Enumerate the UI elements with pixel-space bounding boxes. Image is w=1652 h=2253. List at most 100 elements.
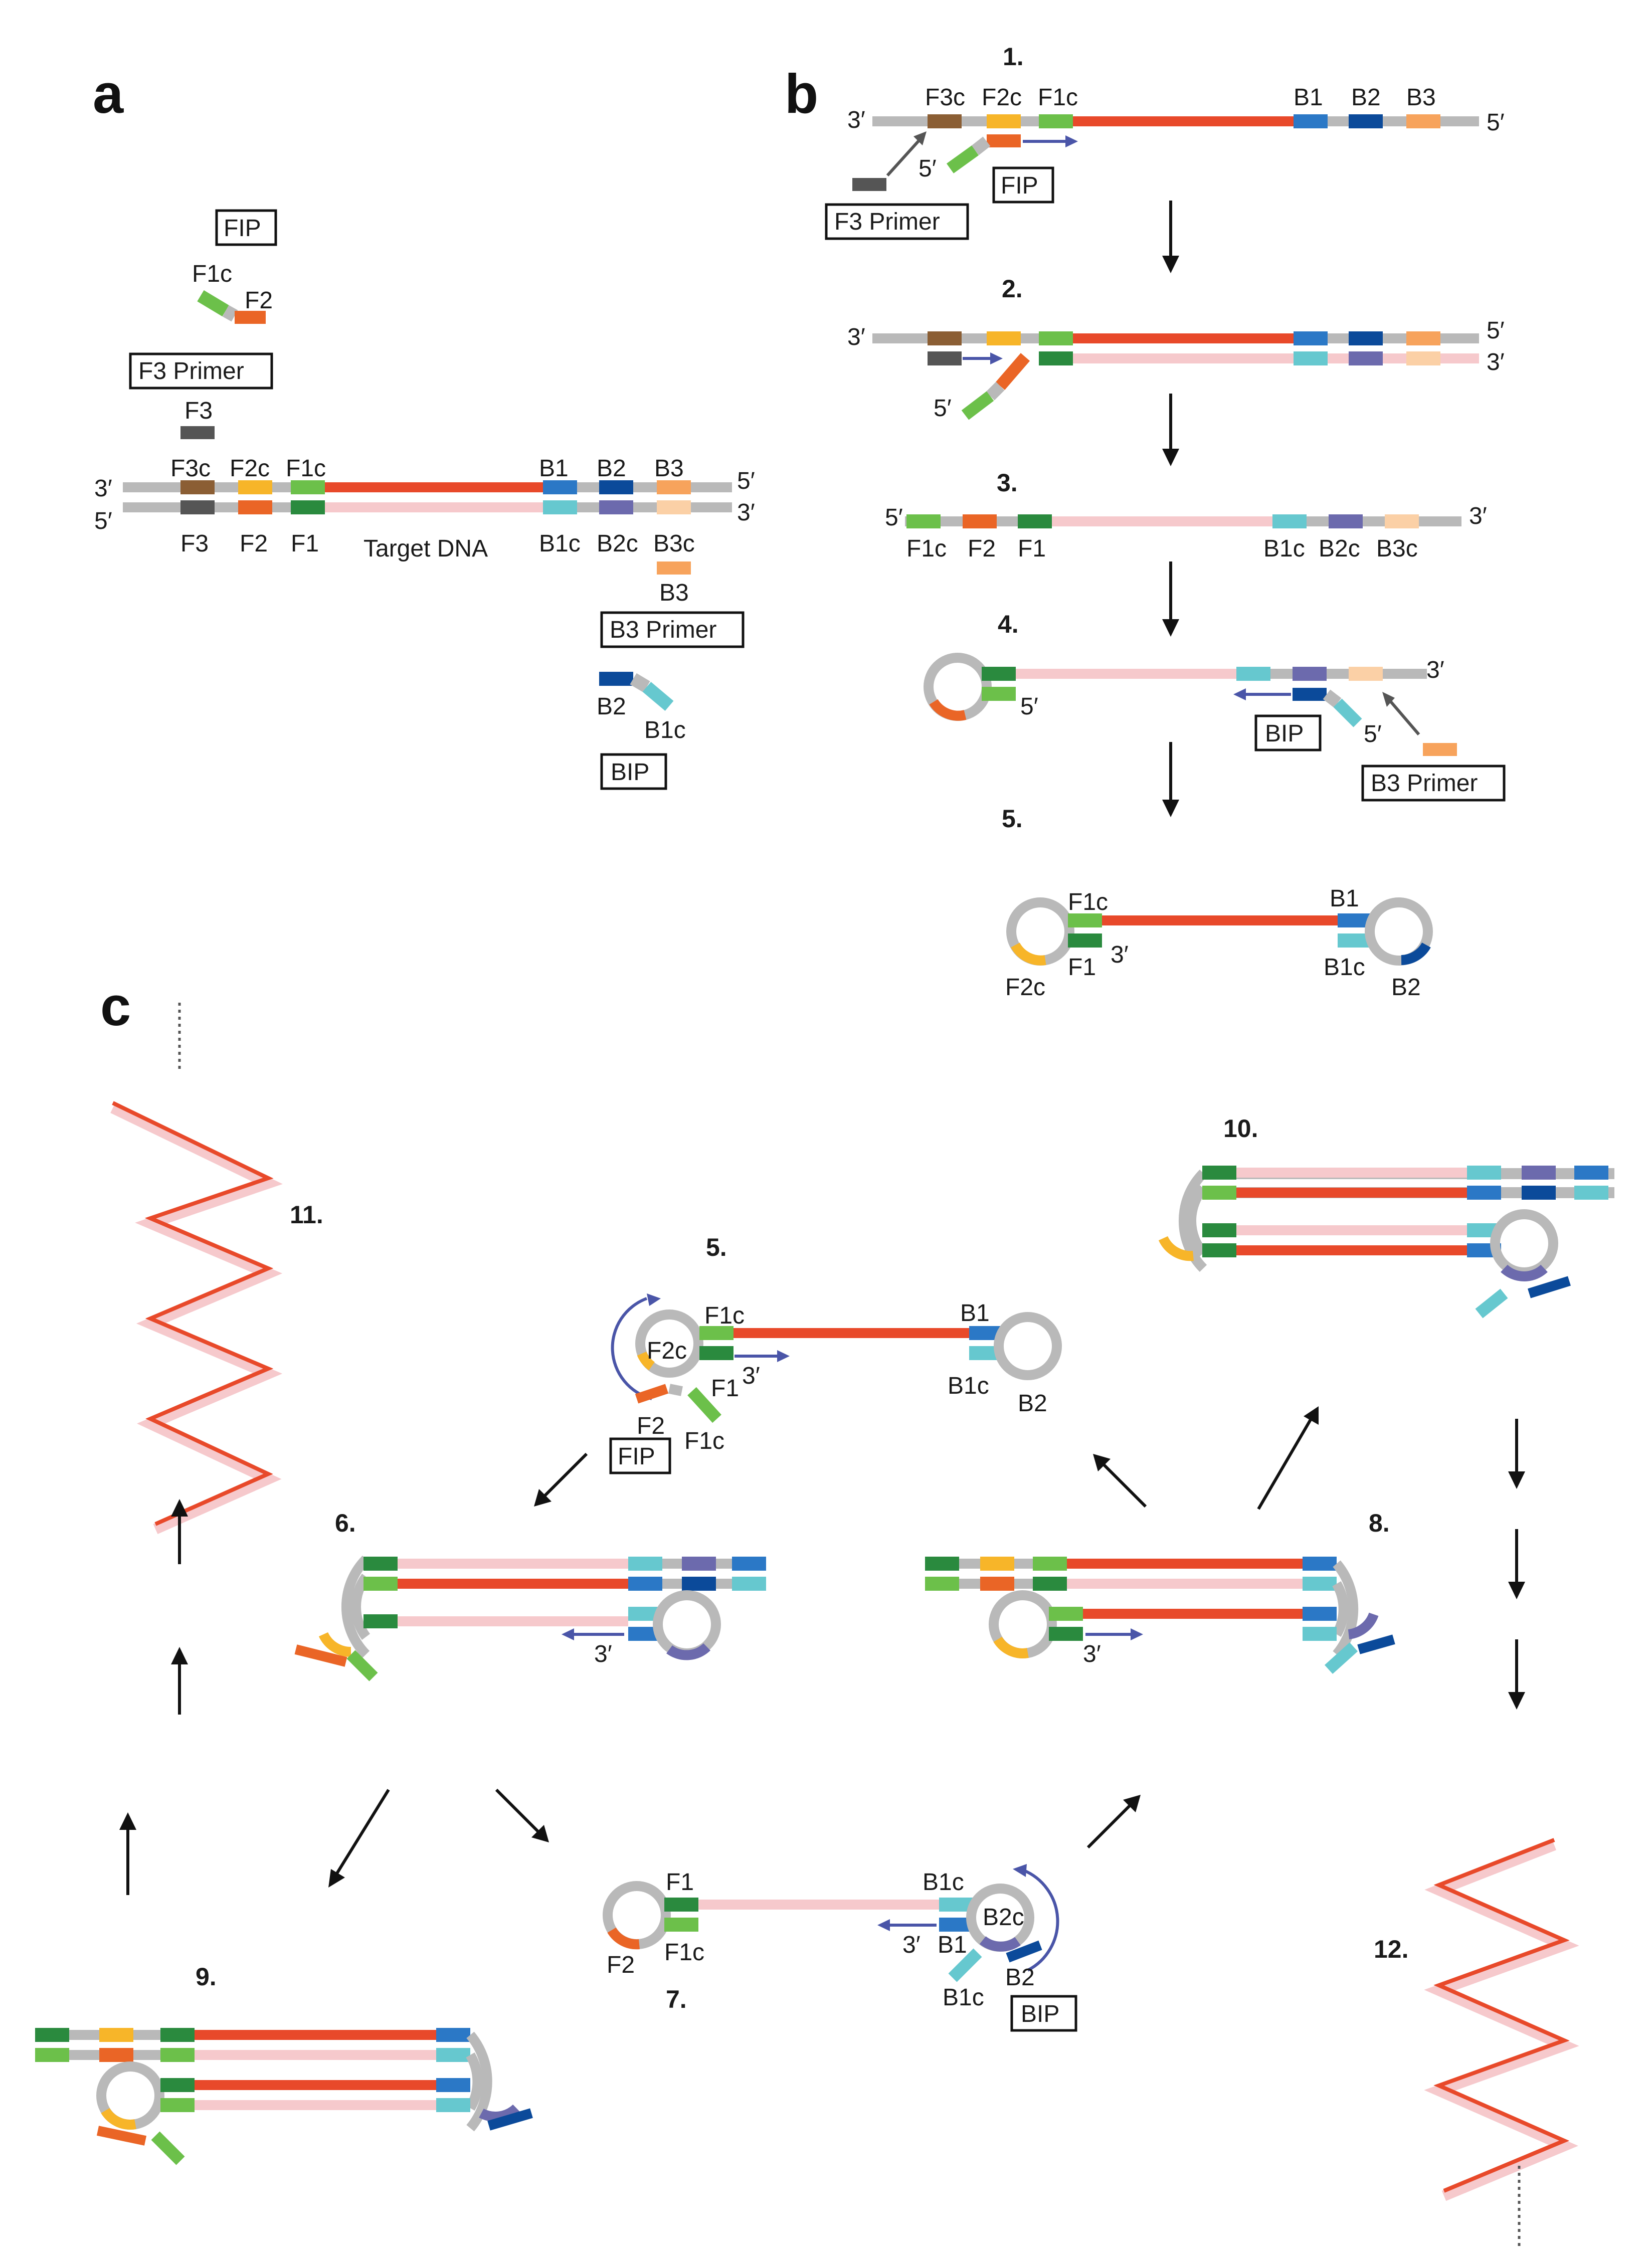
c9-f1-bottom xyxy=(160,2078,195,2092)
c8-inner-bend xyxy=(1332,1581,1349,1637)
c10-outer-bend xyxy=(1178,1169,1207,1272)
bip-b1c-segment xyxy=(642,682,674,711)
b3-f1c xyxy=(906,514,941,528)
c7-pink xyxy=(698,1900,939,1910)
c9-f1c-tail xyxy=(151,2131,185,2165)
b5-label-b2: B2 xyxy=(1391,974,1421,1001)
b2-arrowhead xyxy=(990,352,1003,364)
top-strand-target xyxy=(325,482,543,492)
b5-f1 xyxy=(1068,933,1102,948)
segment-f3c xyxy=(180,480,215,494)
c7-loop-b2c xyxy=(979,1936,1021,1952)
b3-label-f1c: F1c xyxy=(906,535,947,562)
b3-5prime: 5′ xyxy=(885,504,903,531)
c7-f1c xyxy=(664,1918,698,1932)
label-b3: B3 xyxy=(654,455,684,482)
b2-f3 xyxy=(928,351,962,365)
b4-5prime: 5′ xyxy=(1020,693,1038,720)
c9-b1c-bottom xyxy=(436,2098,470,2112)
c10-red-top xyxy=(1236,1188,1467,1198)
panel-label-b: b xyxy=(785,63,818,125)
b3-b3c xyxy=(1385,514,1419,528)
label-f1c: F1c xyxy=(192,261,232,287)
c5-cycle-arrowhead xyxy=(647,1293,661,1306)
b1-f3c xyxy=(928,114,962,128)
label-b2c: B2c xyxy=(597,530,638,557)
c10-f2c-arc xyxy=(1158,1236,1194,1261)
b5-label-b1c: B1c xyxy=(1324,954,1365,981)
b4-b3-pointer-head xyxy=(1382,692,1395,707)
c8-red-bottom xyxy=(1083,1609,1303,1619)
b3-f2 xyxy=(963,514,997,528)
c10-b2-tail xyxy=(1528,1276,1571,1298)
c10-b1c-end xyxy=(1574,1186,1608,1200)
target-dna-label: Target DNA xyxy=(363,535,488,562)
c8-f1-bottom xyxy=(1049,1627,1083,1641)
c10-b1c-tail xyxy=(1475,1288,1508,1319)
c7-label-b1c-top: B1c xyxy=(923,1869,964,1896)
c7-loop-f2 xyxy=(607,1927,640,1950)
c10-b1-top xyxy=(1467,1186,1501,1200)
c8-b1 xyxy=(1303,1557,1337,1571)
c8-outer-bend xyxy=(1333,1560,1359,1658)
c7-label-b1: B1 xyxy=(938,1932,967,1958)
c5-label-f1c-fip: F1c xyxy=(684,1428,724,1454)
c9-outer-bend xyxy=(466,2031,492,2132)
step-10-label: 10. xyxy=(1223,1114,1258,1143)
c6-pink-top xyxy=(398,1559,628,1569)
c-arrow-8-to-5-head xyxy=(1093,1454,1111,1471)
c10-f1c-top xyxy=(1202,1186,1236,1200)
b5-label-f2c: F2c xyxy=(1005,974,1045,1001)
c9-loop-f2c xyxy=(101,2108,136,2130)
b1-fip-5prime: 5′ xyxy=(919,155,937,182)
c6-f1 xyxy=(363,1557,398,1571)
b3-primer-segment xyxy=(657,561,691,575)
c5-fip-f1c xyxy=(687,1387,721,1423)
c8-f1c-start xyxy=(925,1577,959,1591)
c-arrow-up-2-head xyxy=(171,1647,188,1664)
c8-b2-tail xyxy=(1357,1634,1395,1654)
b1-f2c xyxy=(987,114,1021,128)
c6-f2-tail xyxy=(294,1644,347,1667)
c6-b2c xyxy=(682,1557,716,1571)
c5-f1c xyxy=(699,1326,733,1340)
segment-b2 xyxy=(599,480,633,494)
c-arrow-7-to-8-head xyxy=(1123,1795,1141,1812)
b1-fip-label: FIP xyxy=(1001,172,1038,199)
c6-gap-1 xyxy=(662,1559,682,1569)
b2-b1c xyxy=(1294,351,1328,365)
c9-b1-bottom xyxy=(436,2078,470,2092)
c9-pink-bottom xyxy=(195,2100,436,2110)
b2-tail-5prime: 5′ xyxy=(934,395,952,422)
c5-left-loop xyxy=(635,1309,703,1378)
c7-bip-label: BIP xyxy=(1021,2001,1059,2027)
c10-red-bottom xyxy=(1236,1245,1467,1255)
b2-f2-tail xyxy=(995,353,1030,390)
c11-zigzag-pink xyxy=(110,1103,283,1535)
b4-b3c xyxy=(1349,667,1383,681)
b4-bip-linker xyxy=(1323,689,1342,708)
c-arrow-up-1-head xyxy=(171,1499,188,1517)
c8-b1-bottom xyxy=(1303,1607,1337,1621)
c9-f1-start xyxy=(35,2028,69,2042)
c-arrow-8-to-10-head xyxy=(1304,1406,1319,1425)
b5-label-f1c: F1c xyxy=(1068,889,1108,915)
c9-b2-tail xyxy=(487,2108,533,2131)
c-arrow-5-to-6 xyxy=(542,1452,588,1498)
c12-zigzag-pink xyxy=(1424,1839,1579,2201)
b2-3prime-right: 3′ xyxy=(1487,349,1505,376)
c5-label-f2: F2 xyxy=(637,1413,665,1439)
c-arrow-6-to-7-head xyxy=(531,1825,549,1842)
c-arrow-6-to-9-head xyxy=(328,1869,345,1888)
c8-3prime: 3′ xyxy=(1083,1641,1101,1667)
step-9-label: 9. xyxy=(196,1963,217,1991)
label-b2-bip: B2 xyxy=(597,693,626,720)
label-3prime: 3′ xyxy=(94,475,112,502)
c5-right-loop xyxy=(994,1312,1062,1380)
c6-gap-4 xyxy=(716,1579,732,1589)
c9-b1 xyxy=(436,2028,470,2042)
segment-f3 xyxy=(180,500,215,514)
c7-cycle-arrow xyxy=(1022,1868,1059,1972)
b4-bip-b2 xyxy=(1293,688,1327,701)
b1-f1c xyxy=(1039,114,1073,128)
